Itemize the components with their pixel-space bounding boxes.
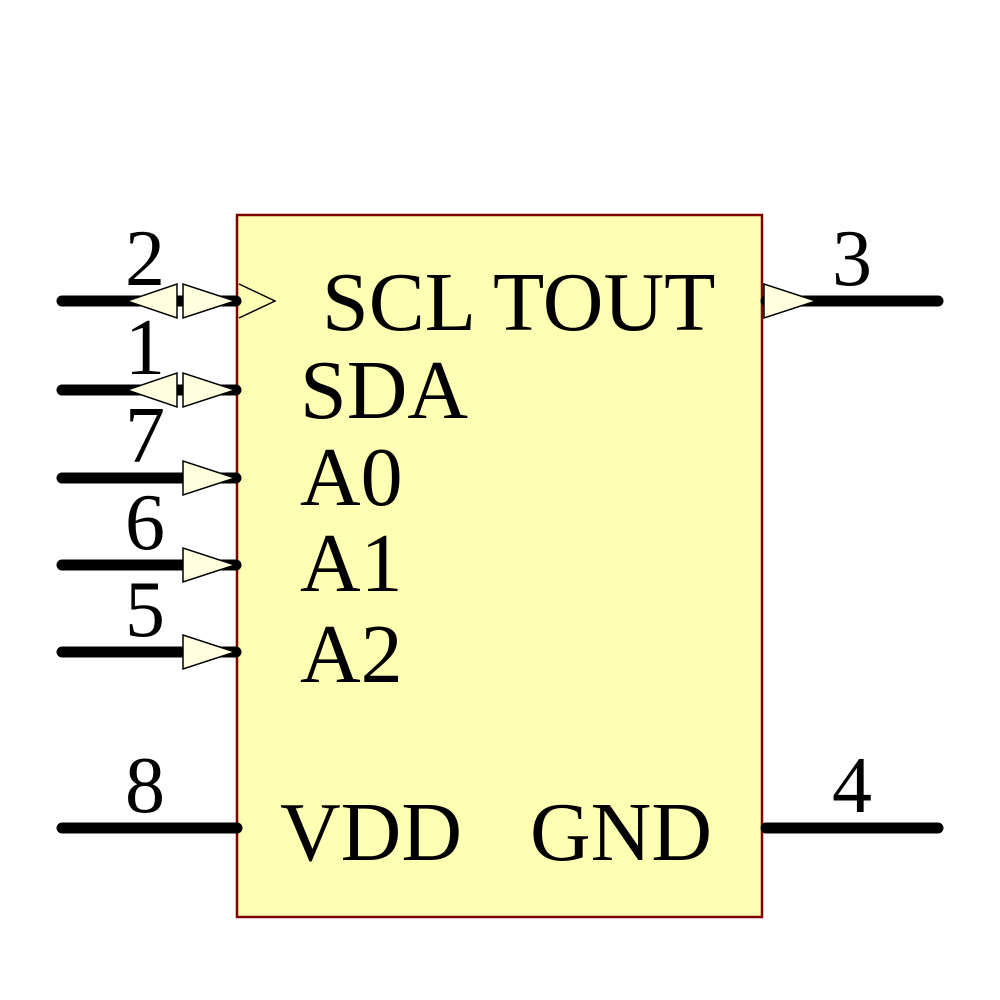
pin-tout[interactable]: 3 TOUT — [493, 215, 944, 349]
pin-label: GND — [530, 786, 712, 879]
pin-label: VDD — [280, 786, 462, 879]
pin-label: A1 — [300, 517, 403, 610]
pin-a0[interactable]: 7 A0 — [56, 392, 403, 524]
arrow-right-icon — [182, 371, 238, 409]
pin-label: A2 — [300, 608, 403, 701]
pin-number: 4 — [832, 742, 872, 830]
pin-a1[interactable]: 6 A1 — [56, 479, 403, 610]
clock-chevron-icon — [238, 283, 277, 319]
arrow-right-icon — [182, 546, 238, 584]
pin-number: 1 — [125, 304, 165, 392]
pin-label: A0 — [300, 431, 403, 524]
pin-number: 5 — [125, 566, 165, 654]
pin-sda[interactable]: 1 SDA — [56, 304, 468, 437]
pin-gnd[interactable]: 4 GND — [530, 742, 944, 879]
pin-a2[interactable]: 5 A2 — [56, 566, 403, 701]
pin-number: 6 — [125, 479, 165, 567]
arrow-right-icon — [182, 633, 238, 671]
arrow-right-icon — [763, 282, 819, 320]
arrow-right-icon — [182, 459, 238, 497]
pin-number: 3 — [832, 215, 872, 303]
pin-number: 8 — [125, 742, 165, 830]
component-body[interactable] — [235, 213, 764, 919]
pin-label: TOUT — [493, 256, 715, 349]
pin-label: SCL — [322, 256, 476, 349]
pin-scl[interactable]: 2 SCL — [56, 215, 476, 349]
pin-number: 2 — [125, 215, 165, 303]
arrow-right-icon — [182, 282, 238, 320]
pin-number: 7 — [125, 392, 165, 480]
arrow-left-icon — [124, 371, 178, 409]
pin-vdd[interactable]: 8 VDD — [56, 742, 462, 879]
pin-label: SDA — [300, 344, 468, 437]
arrow-left-icon — [124, 282, 178, 320]
